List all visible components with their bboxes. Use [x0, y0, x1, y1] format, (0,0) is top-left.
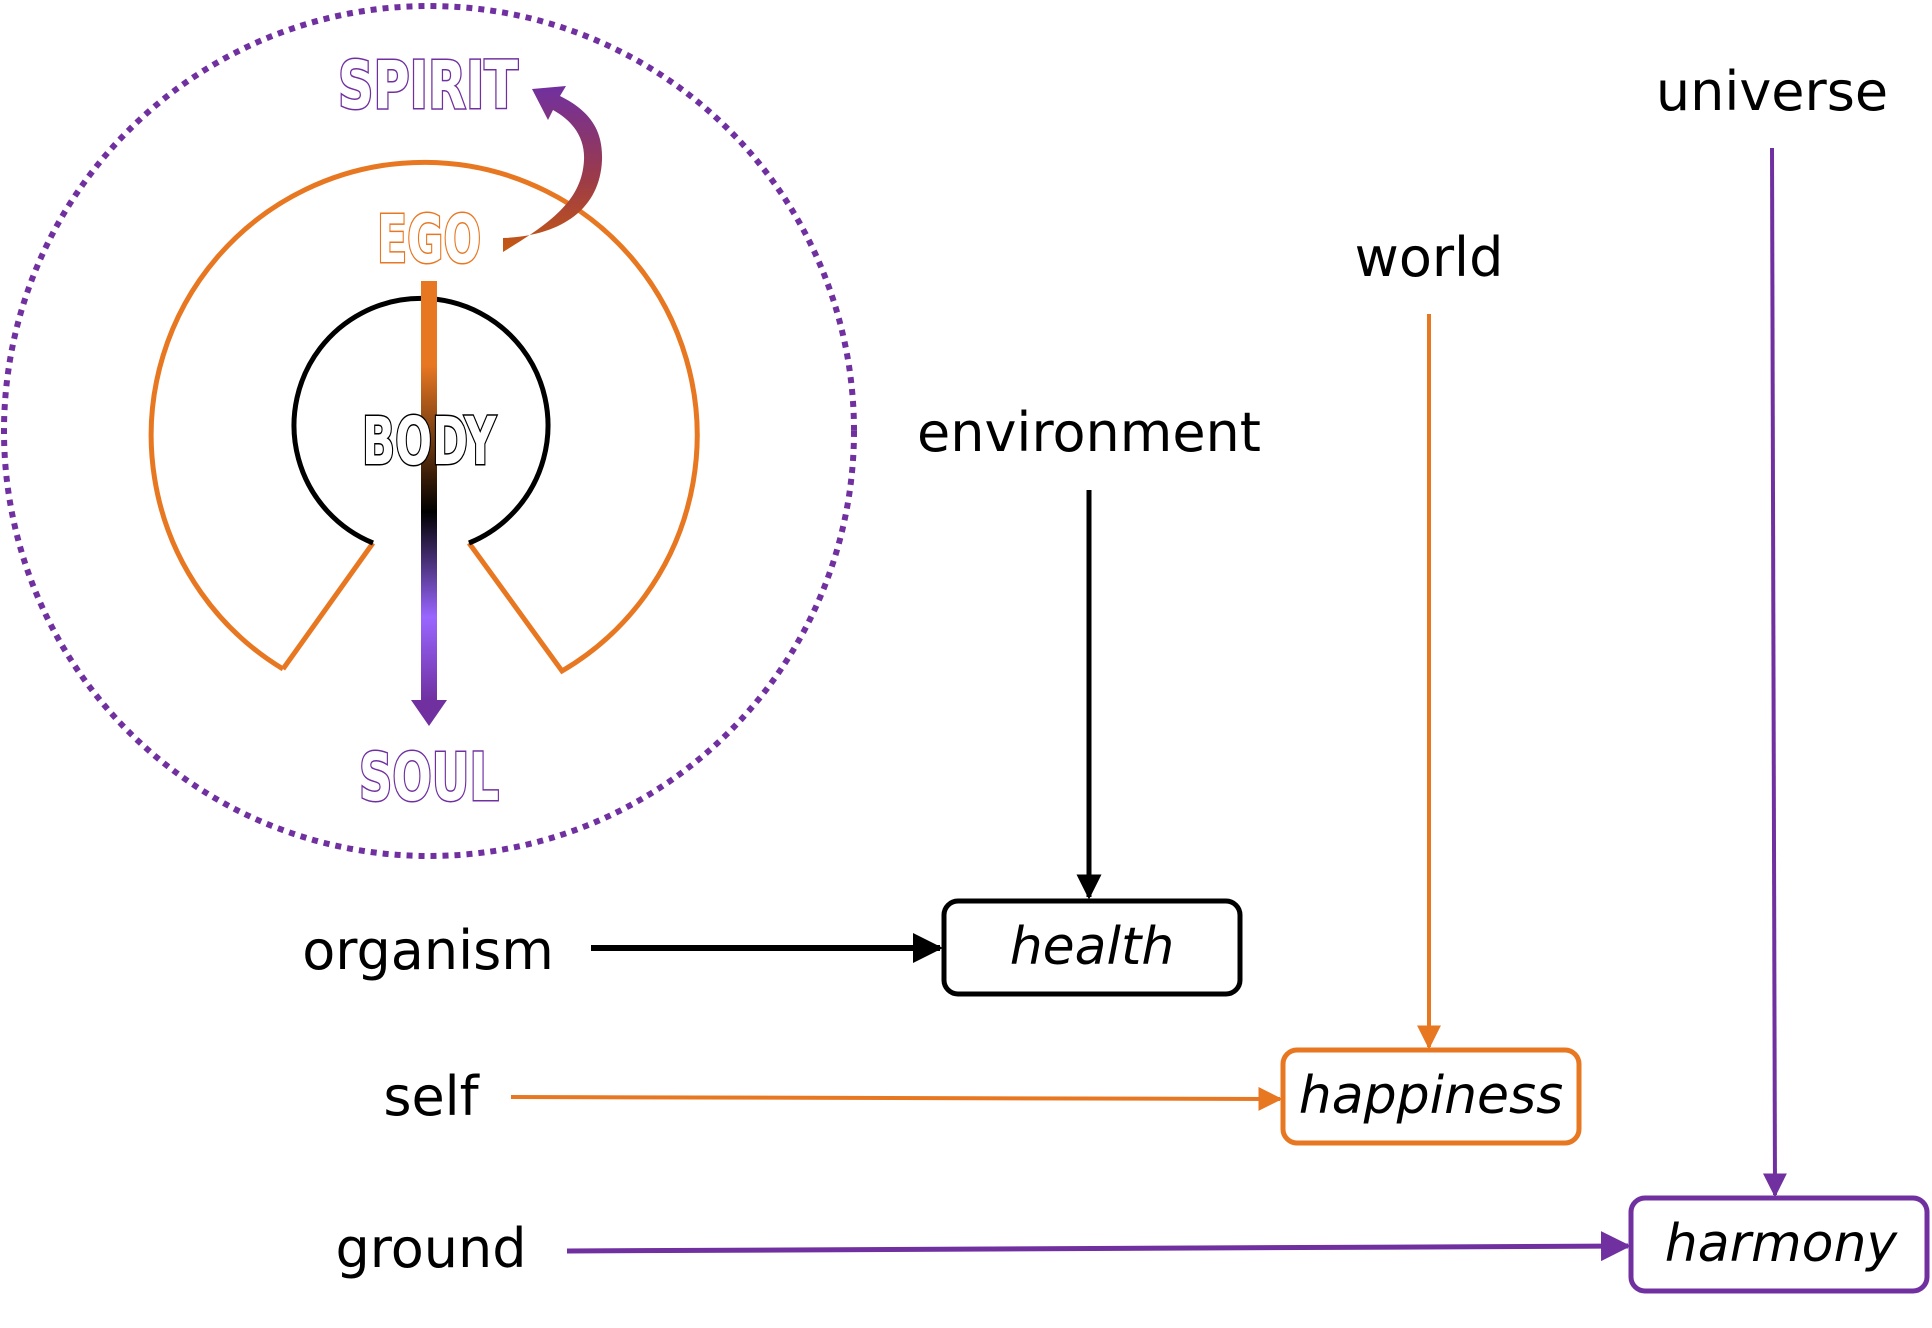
soul-label: SOUL — [359, 739, 499, 816]
harmony-label: harmony — [1665, 1214, 1899, 1274]
ego-label: EGO — [377, 201, 481, 278]
health-box: health — [941, 898, 1243, 997]
environment-label: environment — [917, 401, 1261, 464]
happiness-box: happiness — [1280, 1047, 1582, 1146]
ground-label: ground — [335, 1217, 526, 1280]
harmony-box: harmony — [1628, 1195, 1930, 1294]
ego-to-spirit-curved-arrow — [503, 86, 603, 252]
ego-to-soul-arrowhead — [411, 700, 447, 726]
self-to-happiness-arrow — [510, 1086, 1283, 1111]
spirit-boundary-circle — [1, 3, 857, 859]
happiness-label: happiness — [1299, 1066, 1563, 1126]
organism-label: organism — [302, 919, 554, 982]
health-label: health — [1010, 917, 1175, 977]
ego-to-soul-arrow-shaft — [421, 281, 437, 701]
world-label: world — [1355, 226, 1504, 289]
ground-to-harmony-arrow — [566, 1231, 1631, 1262]
self-label: self — [383, 1065, 480, 1128]
universe-to-harmony-arrow — [1762, 147, 1787, 1198]
ego-ring-left-tip — [280, 541, 376, 671]
spirit-label: SPIRIT — [338, 47, 518, 124]
ego-ring — [148, 159, 700, 675]
universe-label: universe — [1656, 60, 1888, 123]
body-label: BODY — [362, 403, 497, 480]
